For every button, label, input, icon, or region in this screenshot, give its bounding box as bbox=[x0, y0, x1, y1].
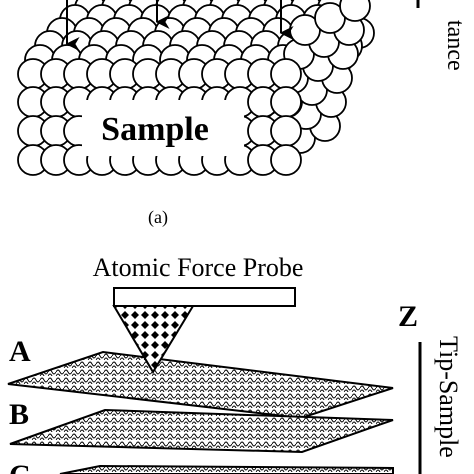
layer-label-a: A bbox=[9, 335, 31, 368]
probe-tip bbox=[112, 305, 195, 374]
atom bbox=[270, 58, 302, 90]
atom bbox=[270, 115, 302, 147]
layer-label-c: C bbox=[9, 459, 31, 474]
probe-arrows bbox=[65, 0, 294, 51]
atom bbox=[270, 144, 302, 176]
panel-label-a: (a) bbox=[148, 207, 168, 228]
probe-label: Atomic Force Probe bbox=[93, 253, 304, 282]
axis-label-tip-sample: Tip-Sample bbox=[434, 336, 463, 458]
layer-label-b: B bbox=[9, 398, 29, 431]
side-label-top: tance bbox=[442, 20, 468, 71]
layer-c-plane bbox=[59, 464, 394, 474]
sample-label-background bbox=[82, 100, 244, 156]
layer-a-plane bbox=[7, 350, 394, 420]
atom bbox=[270, 86, 302, 118]
layer-b-plane bbox=[9, 408, 394, 454]
atom bbox=[339, 0, 371, 22]
axis-letter-z: Z bbox=[398, 300, 418, 333]
sample-label: Sample bbox=[101, 111, 209, 148]
probe-cantilever bbox=[113, 287, 296, 307]
